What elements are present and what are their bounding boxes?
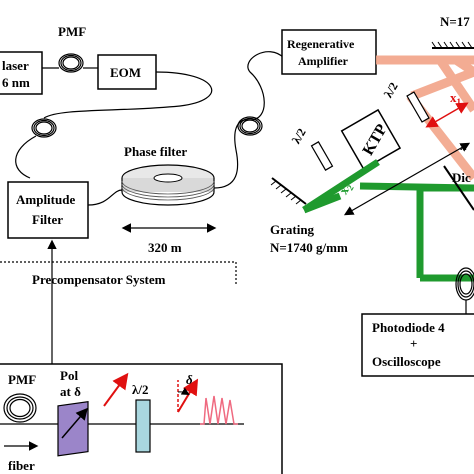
fiber-coil-icon [58,53,84,73]
grating-bottom-label-2: N=1740 g/mm [270,240,348,255]
green-beam [302,159,474,282]
dichroic-mirror [443,165,474,211]
laser-label: laser [2,58,29,73]
phase-filter-label: Phase filter [124,144,187,159]
fiber-coil-icon [3,393,37,423]
x-distance-arrow [343,142,471,216]
regen-label-2: Amplifier [298,54,349,68]
laser-box [0,51,43,95]
eom-box [97,54,157,90]
grating-bottom-label-1: Grating [270,222,315,237]
polarizer [57,400,89,457]
fiber-coil-icon [31,118,57,138]
grating-top-label: N=17 [440,14,470,29]
amplitude-filter-label-2: Filter [32,212,63,227]
amplitude-filter-box [7,181,89,239]
photodiode-label-2: + [410,336,417,351]
x-distance-label: x [460,138,467,153]
precompensator-label: Precompensator System [32,272,166,287]
photodiode-oscilloscope-box [361,313,474,377]
laser-wavelength: 6 nm [2,75,30,90]
photodiode-icon [455,267,474,301]
lambda2-label-a: λ/2 [381,80,401,100]
inset-fiber-label: fiber [8,458,35,473]
amplitude-filter-label-1: Amplitude [16,192,75,207]
dichroic-label: Dic [452,170,471,185]
rotated-polarization-arrow [177,378,199,413]
regenerative-amplifier-box [281,29,377,75]
pulse-train-icon [200,395,238,425]
photodiode-label-1: Photodiode 4 [372,320,445,335]
fiber-coil-icon [237,116,263,136]
inset-delta-label: δ [186,372,193,387]
inset-pol-label-1: Pol [60,368,78,383]
inset-half-wave-plate [135,399,151,453]
fiber-length-label: 320 m [148,240,182,255]
inset-pol-label-2: at δ [60,384,81,399]
fiber-spool-icon [121,164,215,206]
polarization-arrow [103,372,129,407]
photodiode-label-3: Oscilloscope [372,354,441,369]
lambda2-label-b: λ/2 [289,126,309,146]
half-wave-plate-green [310,141,334,171]
inset-lambda2-label: λ/2 [132,382,149,397]
grating-icon [270,177,307,205]
inset-pmf-label: PMF [8,372,36,387]
x1-arrow [425,102,469,128]
regen-label-1: Regenerative [287,37,355,51]
grating-icon [431,41,474,49]
x1-label: x1 [450,90,462,107]
eom-label: EOM [110,65,141,80]
pmf-label-top: PMF [58,24,86,39]
